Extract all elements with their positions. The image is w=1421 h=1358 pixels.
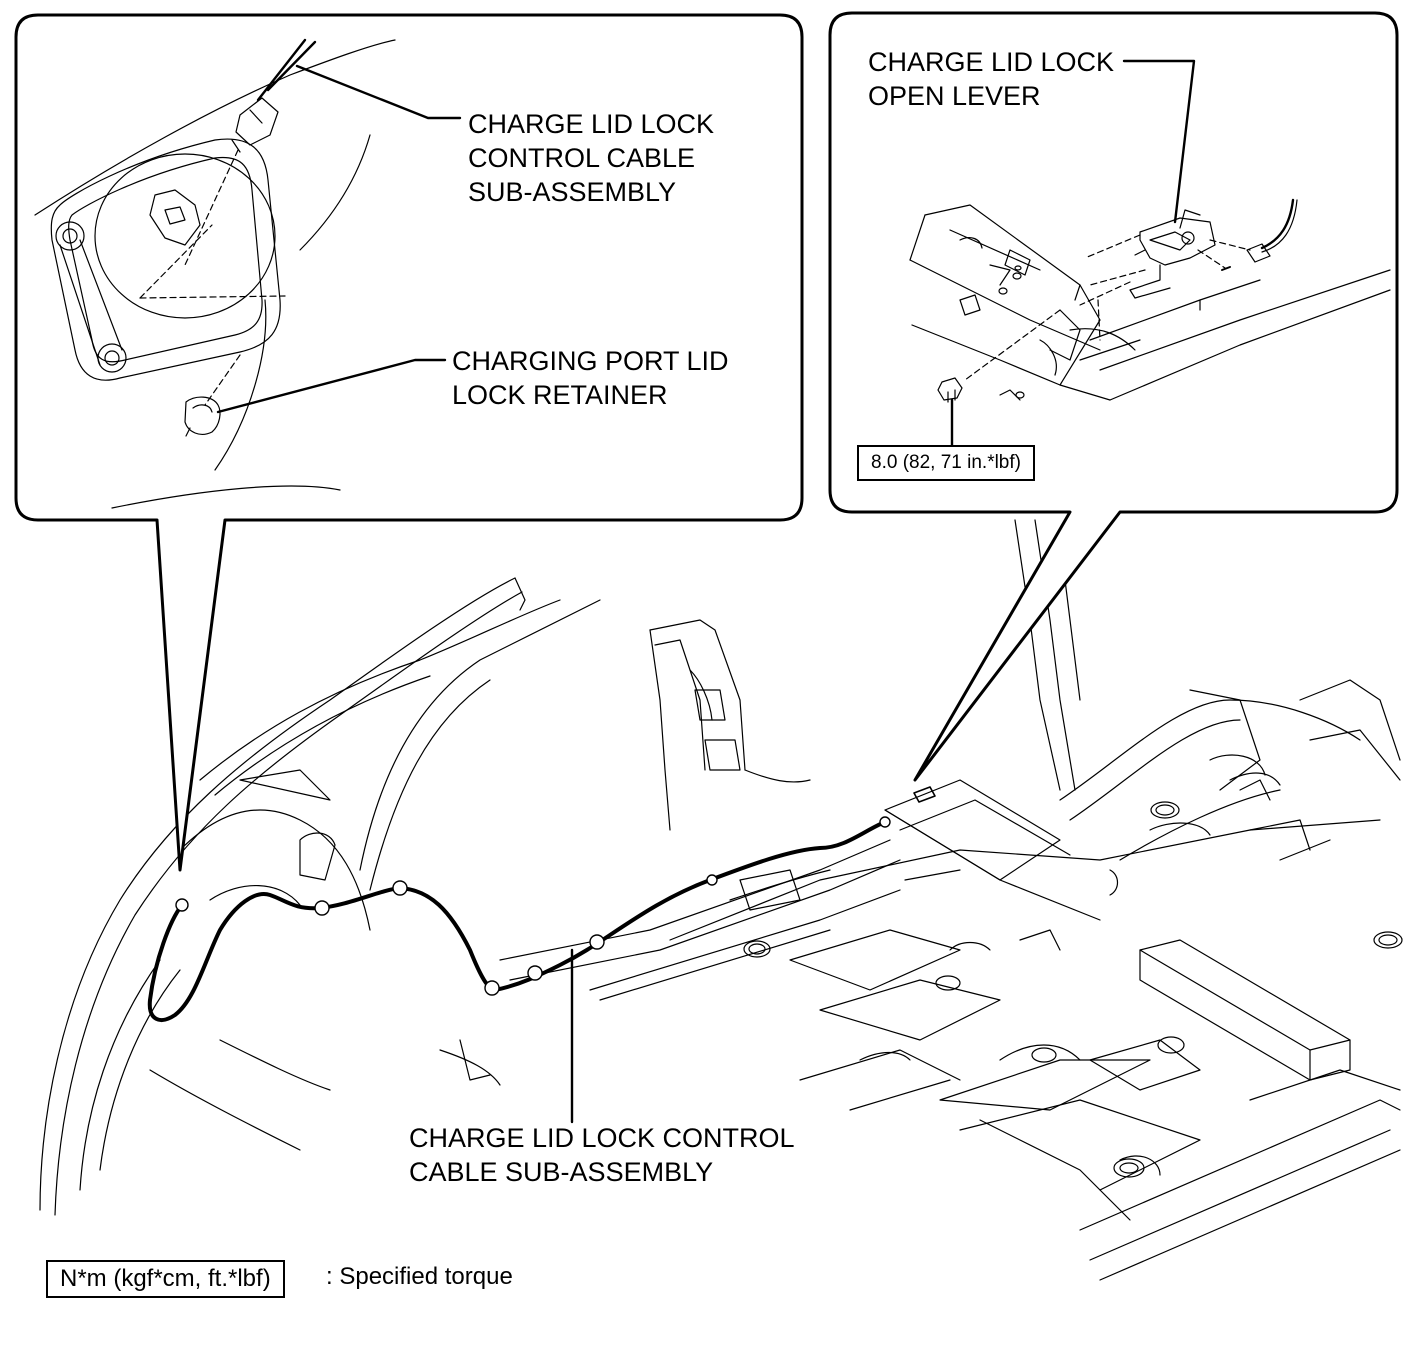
retainer-label-line-1: CHARGING PORT LID xyxy=(452,346,729,376)
cable-inset-label-line-2: CONTROL CABLE xyxy=(468,143,696,173)
cable-clamps xyxy=(175,816,891,996)
retainer-label-line-2: LOCK RETAINER xyxy=(452,380,668,410)
bolt-torque-box: 8.0 (82, 71 in.*lbf) xyxy=(857,445,1035,481)
callout-left-frame xyxy=(14,13,804,872)
open-lever-label-line-2: OPEN LEVER xyxy=(868,81,1041,111)
body-structure-drawing xyxy=(39,519,1403,1281)
control-cable-line xyxy=(147,820,887,1022)
retainer-label: CHARGING PORT LID LOCK RETAINER xyxy=(452,344,729,412)
charge-port-drawing xyxy=(34,38,396,509)
main-cable-label-line-1: CHARGE LID LOCK CONTROL xyxy=(409,1123,795,1153)
torque-legend-box: N*m (kgf*cm, ft.*lbf) xyxy=(46,1260,285,1298)
cable-inset-label-line-1: CHARGE LID LOCK xyxy=(468,109,715,139)
open-lever-drawing xyxy=(909,198,1391,403)
callout-right-frame xyxy=(828,11,1399,782)
cable-inset-label: CHARGE LID LOCK CONTROL CABLE SUB-ASSEMB… xyxy=(468,107,714,209)
main-cable-label: CHARGE LID LOCK CONTROL CABLE SUB-ASSEMB… xyxy=(409,1121,795,1189)
cable-inset-label-line-3: SUB-ASSEMBLY xyxy=(468,177,677,207)
open-lever-label: CHARGE LID LOCK OPEN LEVER xyxy=(868,45,1114,113)
open-lever-label-line-1: CHARGE LID LOCK xyxy=(868,47,1115,77)
main-cable-label-line-2: CABLE SUB-ASSEMBLY xyxy=(409,1157,714,1187)
torque-legend-text: : Specified torque xyxy=(326,1263,513,1290)
